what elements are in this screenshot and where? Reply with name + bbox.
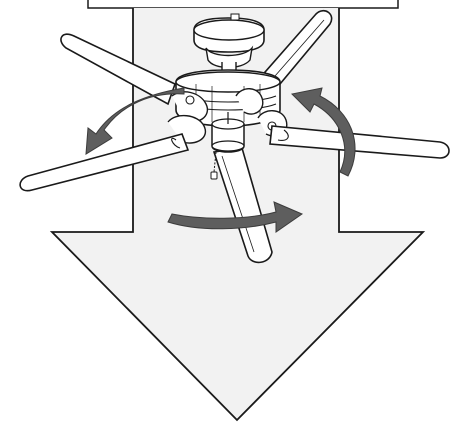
rotation-arrow-bottom bbox=[167, 201, 304, 233]
top-frame bbox=[87, 0, 399, 9]
fan-blade-rear-left bbox=[60, 33, 176, 106]
blade-brackets bbox=[167, 88, 288, 144]
ceiling-canopy bbox=[193, 13, 265, 73]
rotation-arrow-left bbox=[85, 87, 185, 155]
fan-blade-right bbox=[269, 125, 450, 159]
pull-chain bbox=[210, 151, 218, 180]
fan-blade-front bbox=[212, 147, 273, 264]
rotation-arrow-right bbox=[290, 87, 356, 177]
switch-housing bbox=[211, 112, 245, 153]
fan-blade-left bbox=[19, 133, 190, 192]
